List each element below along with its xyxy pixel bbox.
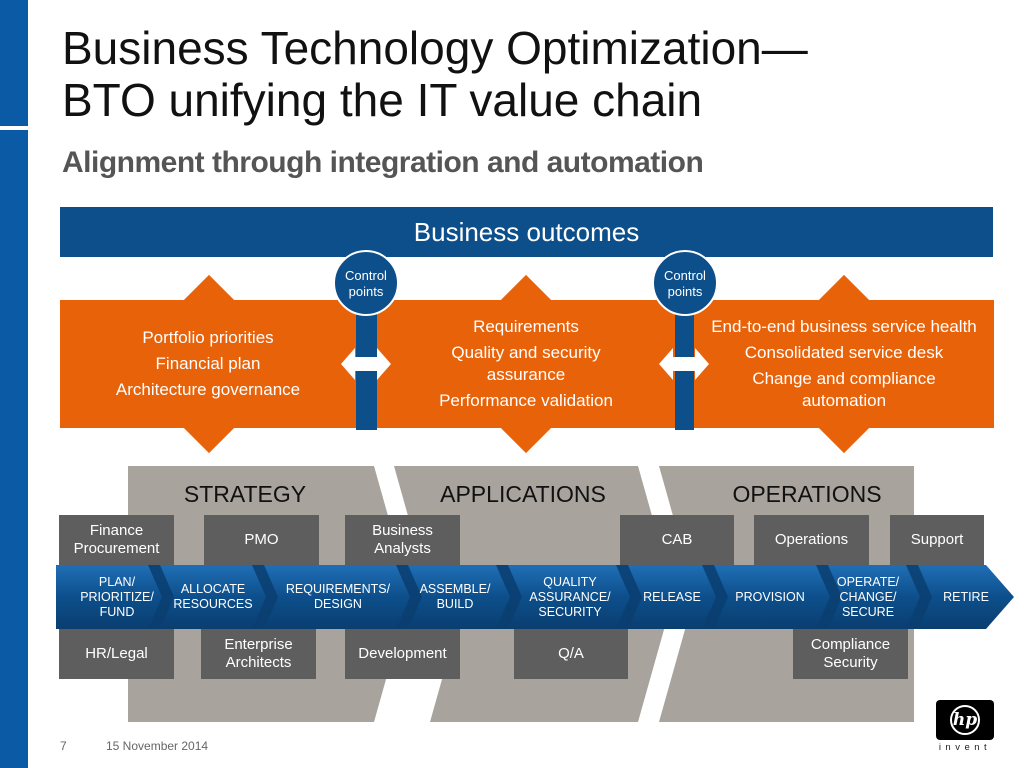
chain-step-text: RELEASE bbox=[643, 589, 701, 604]
chain-step-text: ALLOCATE bbox=[180, 582, 246, 596]
operations-capabilities-box: End-to-end business service health Conso… bbox=[694, 300, 994, 428]
strategy-capabilities-box: Portfolio priorities Financial plan Arch… bbox=[60, 300, 356, 428]
chain-step-text: FUND bbox=[99, 604, 135, 619]
chain-step-operate: OPERATE/CHANGE/SECURE bbox=[828, 567, 908, 627]
chain-step-text: SECURITY bbox=[538, 604, 602, 619]
title-line-2: BTO unifying the IT value chain bbox=[62, 74, 703, 126]
chain-step-text: ASSEMBLE/ bbox=[419, 582, 491, 596]
role-label: CAB bbox=[661, 531, 693, 548]
role-label: HR/Legal bbox=[85, 645, 148, 662]
double-arrow-icon bbox=[341, 348, 391, 380]
role-label: Procurement bbox=[73, 540, 160, 557]
side-accent-bar bbox=[0, 130, 28, 768]
role-label: Compliance bbox=[810, 636, 891, 653]
chain-step-text: RESOURCES bbox=[173, 597, 253, 611]
role-label: Support bbox=[910, 531, 964, 548]
chain-step-text: BUILD bbox=[436, 597, 474, 611]
stage-label-strategy: STRATEGY bbox=[183, 481, 307, 507]
role-box-support: Support bbox=[890, 515, 984, 565]
role-label: Enterprise bbox=[224, 636, 293, 653]
business-outcomes-band: Business outcomes bbox=[60, 207, 993, 257]
stage-label-operations: OPERATIONS bbox=[732, 481, 882, 507]
capability-text: Requirements bbox=[473, 317, 579, 336]
capability-text: assurance bbox=[486, 365, 566, 384]
role-box-qa: Q/A bbox=[514, 629, 628, 679]
control-points-circle: Control points bbox=[652, 250, 718, 316]
chain-step-plan: PLAN/PRIORITIZE/FUND bbox=[60, 567, 174, 627]
capability-text: automation bbox=[801, 391, 887, 410]
double-arrow-icon bbox=[659, 348, 709, 380]
capability-text: Consolidated service desk bbox=[744, 343, 944, 362]
capability-text: Change and compliance bbox=[752, 369, 936, 388]
chain-step-text: QUALITY bbox=[543, 574, 597, 589]
title-line-1: Business Technology Optimization— bbox=[62, 22, 808, 74]
chain-step-text: ASSURANCE/ bbox=[529, 589, 611, 604]
control-points-label: Control bbox=[345, 268, 387, 283]
role-label: Business bbox=[372, 522, 433, 539]
chain-step-text: SECURE bbox=[841, 604, 895, 619]
side-accent-bar bbox=[0, 0, 28, 126]
chain-step-text: DESIGN bbox=[314, 597, 362, 611]
chain-step-text: OPERATE/ bbox=[836, 574, 900, 589]
applications-capabilities-box: Requirements Quality and security assura… bbox=[377, 300, 675, 428]
hp-logo-mark: hp bbox=[950, 705, 980, 735]
role-label: Analysts bbox=[374, 540, 431, 557]
role-box-development: Development bbox=[345, 629, 460, 679]
capability-text: Quality and security bbox=[451, 343, 601, 362]
role-box-cab: CAB bbox=[620, 515, 734, 565]
capability-text: End-to-end business service health bbox=[711, 317, 977, 336]
control-points-label: points bbox=[348, 284, 384, 299]
control-points-circle: Control points bbox=[333, 250, 399, 316]
chain-step-release: RELEASE bbox=[638, 567, 706, 627]
role-label: Q/A bbox=[558, 645, 584, 662]
capability-text: Performance validation bbox=[439, 391, 613, 410]
hp-logo: hp bbox=[936, 700, 994, 740]
chain-step-text: PLAN/ bbox=[98, 574, 136, 589]
slide-subtitle: Alignment through integration and automa… bbox=[62, 146, 704, 179]
role-label: Security bbox=[823, 654, 878, 671]
chain-step-requirements: REQUIREMENTS/DESIGN bbox=[276, 567, 400, 627]
capability-text: Architecture governance bbox=[115, 380, 301, 399]
footer-date: 15 November 2014 bbox=[106, 739, 209, 753]
chain-step-text: CHANGE/ bbox=[839, 589, 897, 604]
hp-logo-tagline: invent bbox=[938, 742, 992, 753]
slide-title: Business Technology Optimization— BTO un… bbox=[62, 22, 962, 126]
role-label: Architects bbox=[225, 654, 292, 671]
role-label: Operations bbox=[774, 531, 849, 548]
capability-text: Portfolio priorities bbox=[142, 328, 274, 347]
page-number: 7 bbox=[60, 739, 67, 753]
chain-step-text: PROVISION bbox=[735, 589, 805, 604]
control-points-label: points bbox=[667, 284, 703, 299]
role-box-pmo: PMO bbox=[204, 515, 319, 565]
chain-step-assemble: ASSEMBLE/BUILD bbox=[412, 567, 498, 627]
capability-text: Financial plan bbox=[155, 354, 261, 373]
role-label: PMO bbox=[244, 531, 279, 548]
control-points-label: Control bbox=[664, 268, 706, 283]
role-box-operations: Operations bbox=[754, 515, 869, 565]
chain-step-retire: RETIRE bbox=[926, 567, 1006, 627]
stage-label-applications: APPLICATIONS bbox=[440, 481, 606, 507]
chain-step-provision: PROVISION bbox=[724, 567, 816, 627]
role-label: Finance bbox=[89, 522, 144, 539]
chain-step-text: RETIRE bbox=[943, 589, 989, 604]
role-label: Development bbox=[358, 645, 447, 662]
value-chain-bar bbox=[56, 565, 1014, 629]
chain-step-text: REQUIREMENTS/ bbox=[285, 582, 391, 596]
chain-step-text: PRIORITIZE/ bbox=[80, 589, 154, 604]
role-box-hr-legal: HR/Legal bbox=[59, 629, 174, 679]
